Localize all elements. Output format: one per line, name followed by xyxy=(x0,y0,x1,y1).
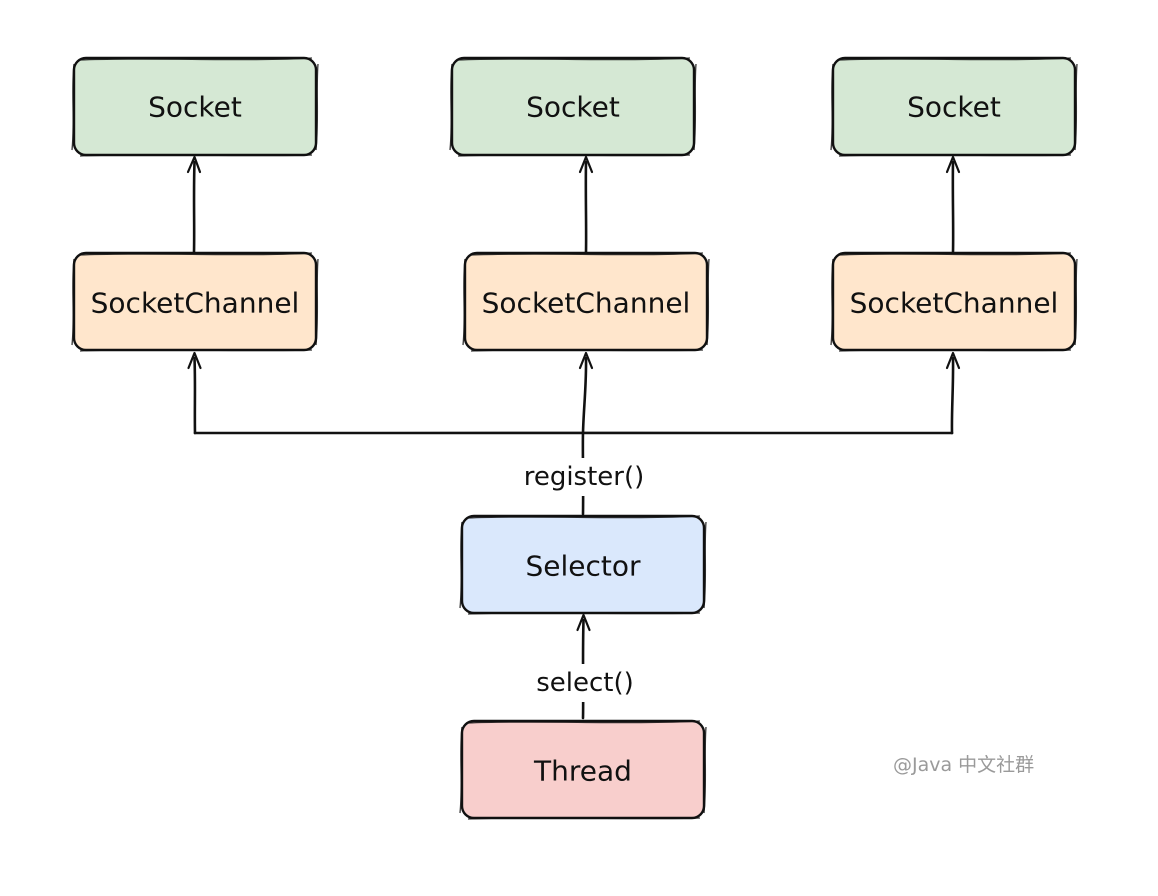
edge-label-register: register() xyxy=(514,458,654,496)
socketchannel-3-label: SocketChannel xyxy=(850,287,1059,320)
register-label: register() xyxy=(524,462,645,492)
socket-2-label: Socket xyxy=(526,91,620,124)
selector-label: Selector xyxy=(525,550,641,583)
socketchannel-1-label: SocketChannel xyxy=(91,287,300,320)
arrowhead-channel-1 xyxy=(187,351,202,370)
socket-node-1: Socket xyxy=(71,56,319,157)
socket-3-label: Socket xyxy=(907,91,1001,124)
socketchannel-node-3: SocketChannel xyxy=(830,251,1078,352)
arrowhead-socket-1 xyxy=(186,155,202,174)
watermark-text: @Java 中文社群 xyxy=(893,754,1034,776)
arrowhead-channel-2 xyxy=(578,351,594,370)
thread-node: Thread xyxy=(459,719,707,820)
edge-bus-to-channel-3 xyxy=(950,356,955,435)
edge-bus-to-channel-1 xyxy=(193,356,197,435)
socket-node-2: Socket xyxy=(449,56,697,157)
arrowhead-socket-3 xyxy=(945,155,961,174)
socketchannel-2-label: SocketChannel xyxy=(482,287,691,320)
socket-node-3: Socket xyxy=(830,56,1078,157)
select-label: select() xyxy=(536,668,634,698)
socketchannel-node-2: SocketChannel xyxy=(462,251,710,352)
arrowhead-socket-2 xyxy=(578,155,594,174)
connectors xyxy=(186,155,961,720)
socketchannel-node-1: SocketChannel xyxy=(71,251,319,352)
edge-bus-to-channel-2 xyxy=(581,356,588,435)
selector-node: Selector xyxy=(459,514,707,615)
edge-bus-horizontal xyxy=(193,431,954,435)
thread-label: Thread xyxy=(533,755,632,788)
edge-channel-1-to-socket-1 xyxy=(192,160,196,254)
edge-label-select: select() xyxy=(530,664,640,702)
arrowhead-channel-3 xyxy=(945,351,961,370)
socket-1-label: Socket xyxy=(148,91,242,124)
arrowhead-selector xyxy=(576,613,591,632)
